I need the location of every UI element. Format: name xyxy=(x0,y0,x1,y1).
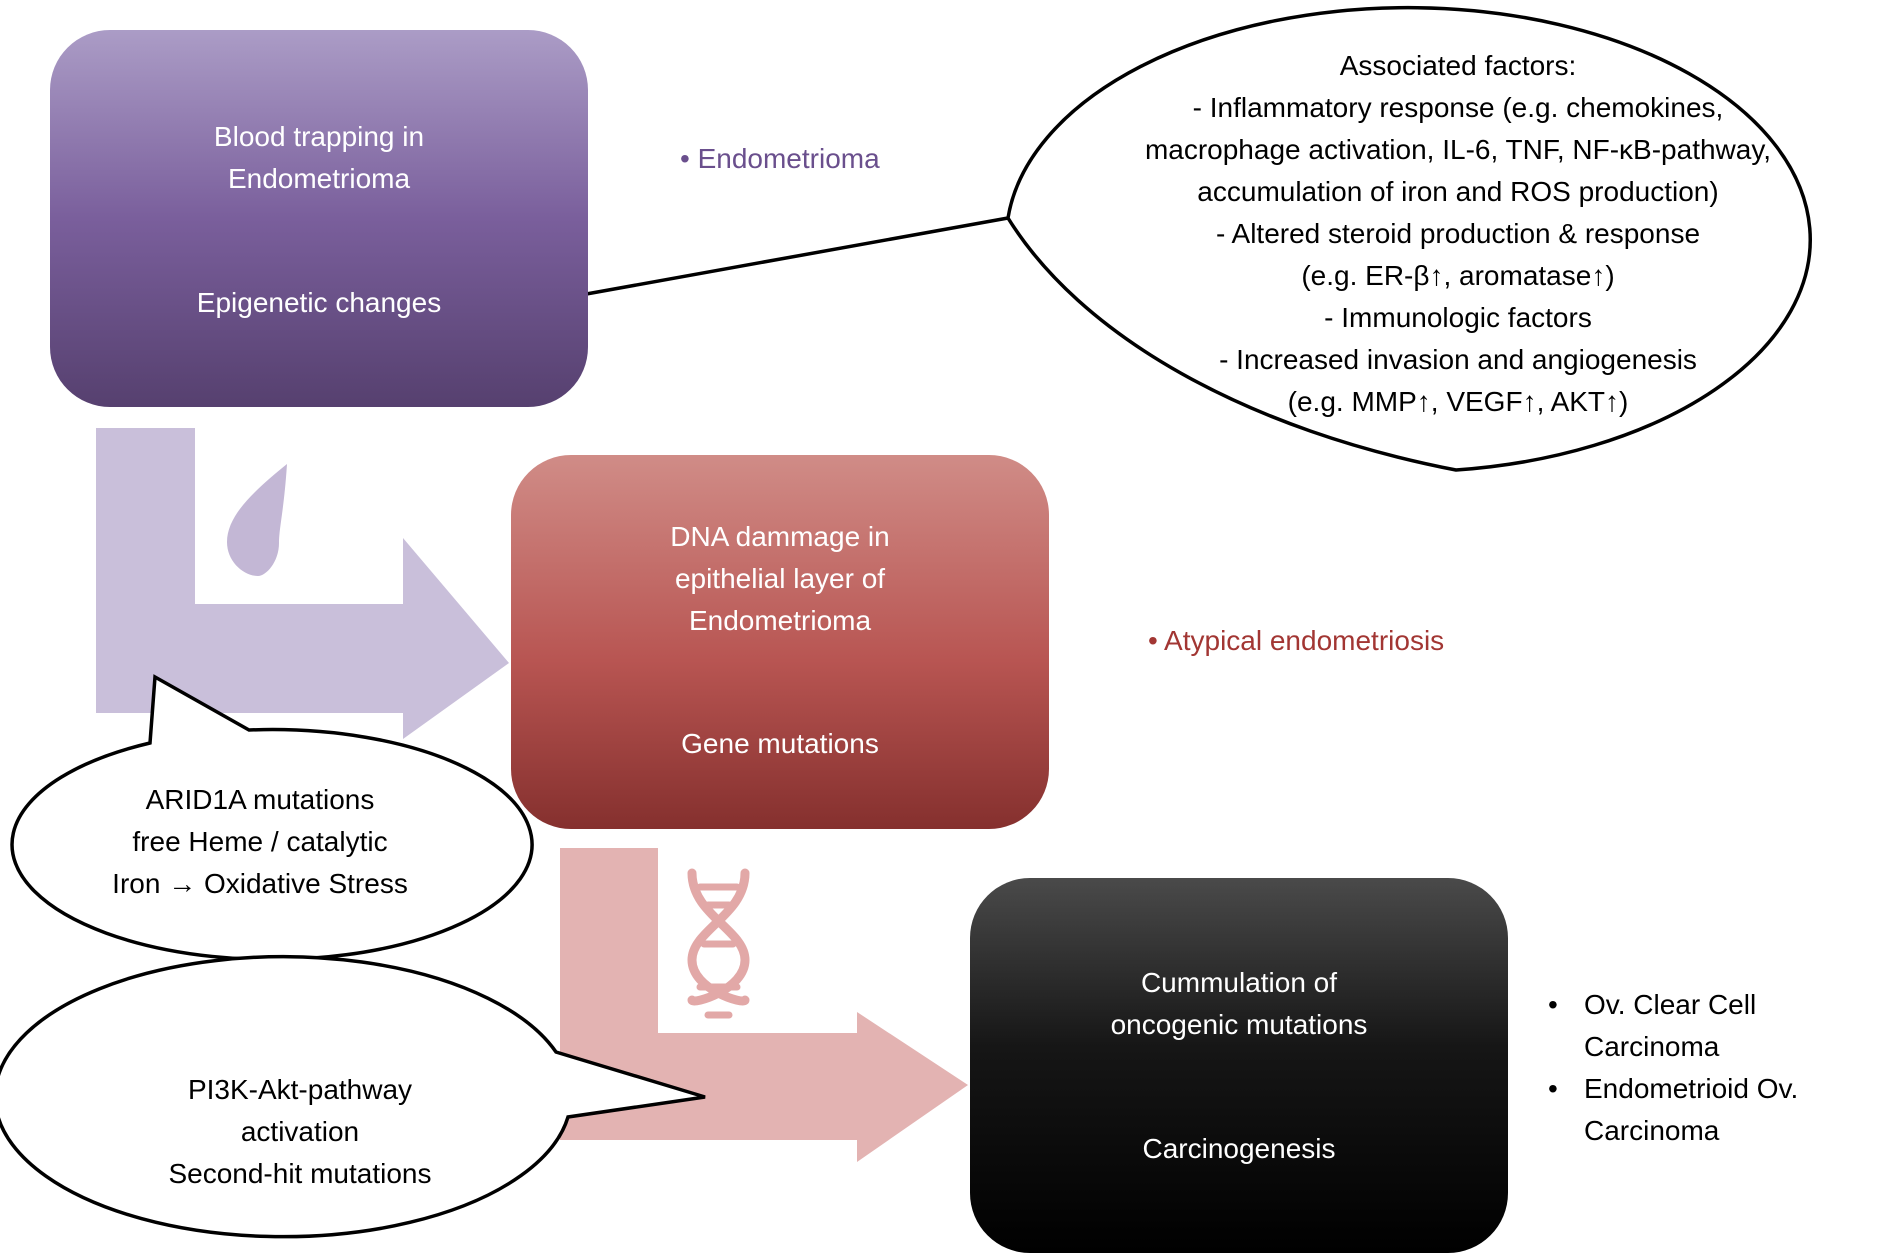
blood-trapping-text: Blood trapping in Endometrioma xyxy=(213,121,425,194)
associated-factors-bubble xyxy=(552,5,1812,472)
pi3k-bubble xyxy=(0,954,706,1239)
blood-drop-icon xyxy=(227,464,287,576)
carcinogenesis-text: Carcinogenesis xyxy=(1142,1133,1336,1164)
dna-damage-box: DNA dammage in epithelial layer of Endom… xyxy=(511,455,1049,829)
pink-bent-arrow xyxy=(560,848,968,1162)
dna-icon xyxy=(687,868,750,1019)
dna-damage-text: DNA dammage in epithelial layer of Endom… xyxy=(670,521,890,636)
outcome-item: Endometrioid Ov. Carcinoma xyxy=(1548,1068,1798,1152)
carcinoma-outcomes-list: Ov. Clear Cell Carcinoma Endometrioid Ov… xyxy=(1548,984,1798,1152)
associated-factors-text: Associated factors: - Inflammatory respo… xyxy=(1144,50,1772,417)
oncogenic-mutations-text: Cummulation of oncogenic mutations xyxy=(1110,967,1368,1040)
blood-trapping-box: Blood trapping in Endometrioma Epigeneti… xyxy=(50,30,588,407)
purple-bent-arrow xyxy=(96,428,509,739)
pi3k-text: PI3K-Akt-pathway activation Second-hit m… xyxy=(168,1074,432,1189)
outcome-item: Ov. Clear Cell Carcinoma xyxy=(1548,984,1798,1068)
arid1a-text: ARID1A mutations free Heme / catalytic I… xyxy=(112,784,408,899)
gene-mutations-text: Gene mutations xyxy=(681,728,879,759)
endometrioma-label: • Endometrioma xyxy=(680,143,880,174)
arid1a-bubble xyxy=(10,674,534,962)
epigenetic-changes-text: Epigenetic changes xyxy=(196,287,442,318)
oncogenic-mutations-box: Cummulation of oncogenic mutations Carci… xyxy=(970,878,1508,1253)
atypical-endometriosis-label: • Atypical endometriosis xyxy=(1148,625,1445,656)
